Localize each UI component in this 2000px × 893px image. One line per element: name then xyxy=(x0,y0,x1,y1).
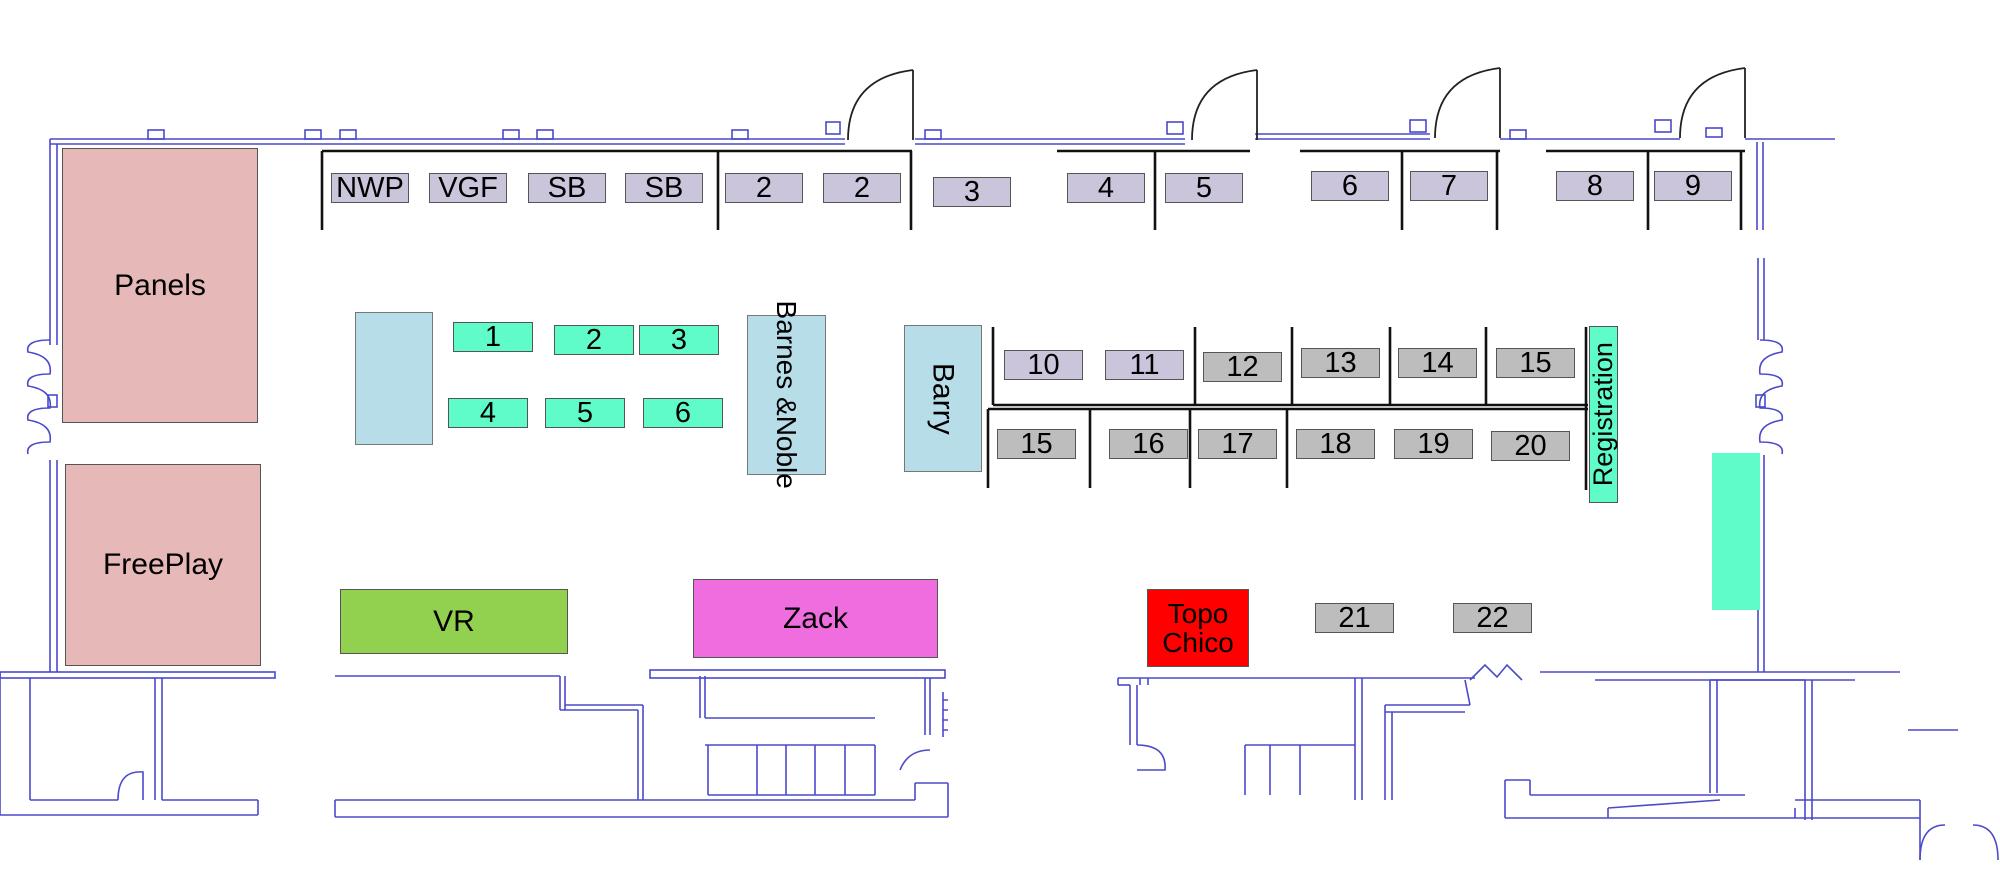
panels-label: Panels xyxy=(114,268,206,302)
booth-14[interactable]: 14 xyxy=(1398,346,1477,379)
booth-21[interactable]: 21 xyxy=(1315,601,1394,634)
booth-12[interactable]: 12 xyxy=(1203,350,1282,383)
booth-20[interactable]: 20 xyxy=(1491,429,1570,462)
booth-15-lower-label: 15 xyxy=(1020,427,1053,460)
mint-table-3-label: 3 xyxy=(670,323,688,356)
booth-9[interactable]: 9 xyxy=(1654,169,1732,202)
booth-vgf-label: VGF xyxy=(438,171,498,204)
booth-2-a[interactable]: 2 xyxy=(725,171,803,204)
booth-5[interactable]: 5 xyxy=(1165,171,1243,204)
mint-table-1[interactable]: 1 xyxy=(453,320,533,353)
booth-10[interactable]: 10 xyxy=(1004,348,1083,381)
booth-21-label: 21 xyxy=(1338,601,1371,634)
booth-2-b[interactable]: 2 xyxy=(823,171,901,204)
booth-7-label: 7 xyxy=(1440,169,1458,202)
zack-area[interactable]: Zack xyxy=(693,579,938,658)
barry-label: Barry xyxy=(926,362,960,435)
booth-vgf[interactable]: VGF xyxy=(429,171,507,204)
panels-area[interactable]: Panels xyxy=(62,148,258,423)
barry-area[interactable]: Barry xyxy=(904,325,982,472)
booth-14-label: 14 xyxy=(1421,346,1454,379)
mint-table-5-label: 5 xyxy=(576,396,594,429)
booth-6-label: 6 xyxy=(1341,169,1359,202)
topo-chico-label: Topo Chico xyxy=(1162,597,1234,658)
booth-8-label: 8 xyxy=(1586,169,1604,202)
mint-area-right[interactable] xyxy=(1712,453,1760,610)
booth-11-label: 11 xyxy=(1129,348,1160,381)
mint-table-2[interactable]: 2 xyxy=(554,323,634,356)
booth-4-label: 4 xyxy=(1097,171,1115,204)
booth-9-label: 9 xyxy=(1684,169,1702,202)
booth-19-label: 19 xyxy=(1417,427,1450,460)
booth-4[interactable]: 4 xyxy=(1067,171,1145,204)
booth-sb-1[interactable]: SB xyxy=(528,171,606,204)
blue-table-left[interactable] xyxy=(355,312,433,445)
booth-17-label: 17 xyxy=(1221,427,1254,460)
booth-13[interactable]: 13 xyxy=(1301,346,1380,379)
booth-5-label: 5 xyxy=(1195,171,1213,204)
booth-18-label: 18 xyxy=(1319,427,1352,460)
booth-15-upper[interactable]: 15 xyxy=(1496,346,1575,379)
booth-sb-2[interactable]: SB xyxy=(625,171,703,204)
booth-8[interactable]: 8 xyxy=(1556,169,1634,202)
booth-2-b-label: 2 xyxy=(853,171,871,204)
mint-table-4[interactable]: 4 xyxy=(448,396,528,429)
booth-13-label: 13 xyxy=(1324,346,1357,379)
vr-label: VR xyxy=(433,604,475,638)
booth-10-label: 10 xyxy=(1027,348,1060,381)
booth-3[interactable]: 3 xyxy=(933,175,1011,208)
booth-22-label: 22 xyxy=(1476,601,1509,634)
booth-16-label: 16 xyxy=(1132,427,1165,460)
booth-15-upper-label: 15 xyxy=(1519,346,1552,379)
booth-2-a-label: 2 xyxy=(755,171,773,204)
freeplay-label: FreePlay xyxy=(102,548,224,582)
topo-chico-area[interactable]: Topo Chico xyxy=(1147,589,1249,667)
booth-nwp-label: NWP xyxy=(336,171,404,204)
booth-15-lower[interactable]: 15 xyxy=(997,427,1076,460)
booth-3-label: 3 xyxy=(963,175,981,208)
mint-table-2-label: 2 xyxy=(585,323,603,356)
zack-label: Zack xyxy=(782,601,848,635)
registration-label: Registration xyxy=(1588,342,1619,487)
booth-17[interactable]: 17 xyxy=(1198,427,1277,460)
mint-table-4-label: 4 xyxy=(479,396,497,429)
mint-table-1-label: 1 xyxy=(484,320,502,353)
mint-table-6[interactable]: 6 xyxy=(643,396,723,429)
booth-22[interactable]: 22 xyxy=(1453,601,1532,634)
booth-sb-1-label: SB xyxy=(547,171,587,204)
booth-6[interactable]: 6 xyxy=(1311,169,1389,202)
mint-table-5[interactable]: 5 xyxy=(545,396,625,429)
booth-16[interactable]: 16 xyxy=(1109,427,1188,460)
barnes-noble-area[interactable]: Barnes &Noble xyxy=(747,301,826,489)
booth-nwp[interactable]: NWP xyxy=(331,171,409,204)
booth-18[interactable]: 18 xyxy=(1296,427,1375,460)
booth-19[interactable]: 19 xyxy=(1394,427,1473,460)
freeplay-area[interactable]: FreePlay xyxy=(65,464,261,666)
mint-table-3[interactable]: 3 xyxy=(639,323,719,356)
barnes-noble-label: Barnes &Noble xyxy=(771,300,803,490)
registration-desk[interactable]: Registration xyxy=(1588,326,1619,503)
vr-area[interactable]: VR xyxy=(340,589,568,654)
booth-sb-2-label: SB xyxy=(644,171,684,204)
mint-table-6-label: 6 xyxy=(674,396,692,429)
booth-7[interactable]: 7 xyxy=(1410,169,1488,202)
booth-12-label: 12 xyxy=(1226,350,1259,383)
booth-20-label: 20 xyxy=(1514,429,1547,462)
booth-11[interactable]: 11 xyxy=(1105,348,1184,381)
